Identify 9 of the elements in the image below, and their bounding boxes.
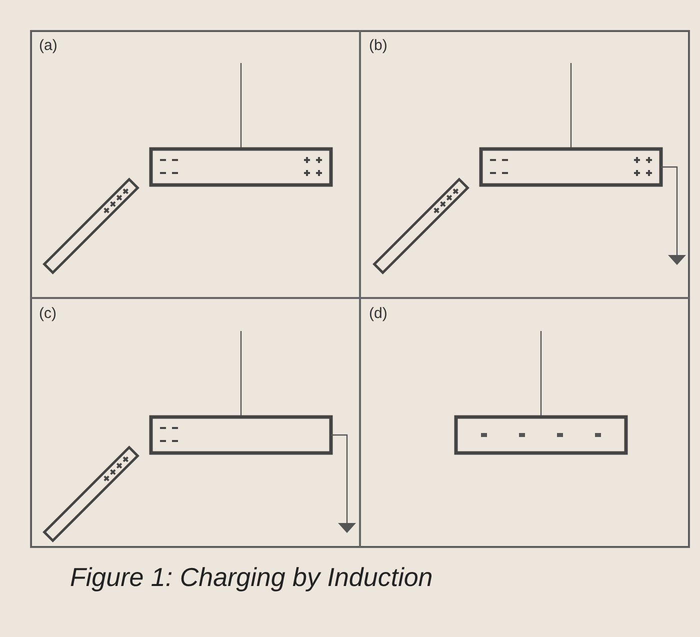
- panel-label: (a): [39, 37, 58, 54]
- panel: [30, 298, 360, 548]
- panel: [360, 30, 690, 298]
- caption: Figure 1: Charging by Induction: [70, 562, 433, 593]
- panel-label: (b): [369, 37, 388, 54]
- panel-label: (c): [39, 305, 56, 322]
- panel-label: (d): [369, 305, 388, 322]
- panel: [30, 30, 360, 298]
- panel: [360, 298, 690, 548]
